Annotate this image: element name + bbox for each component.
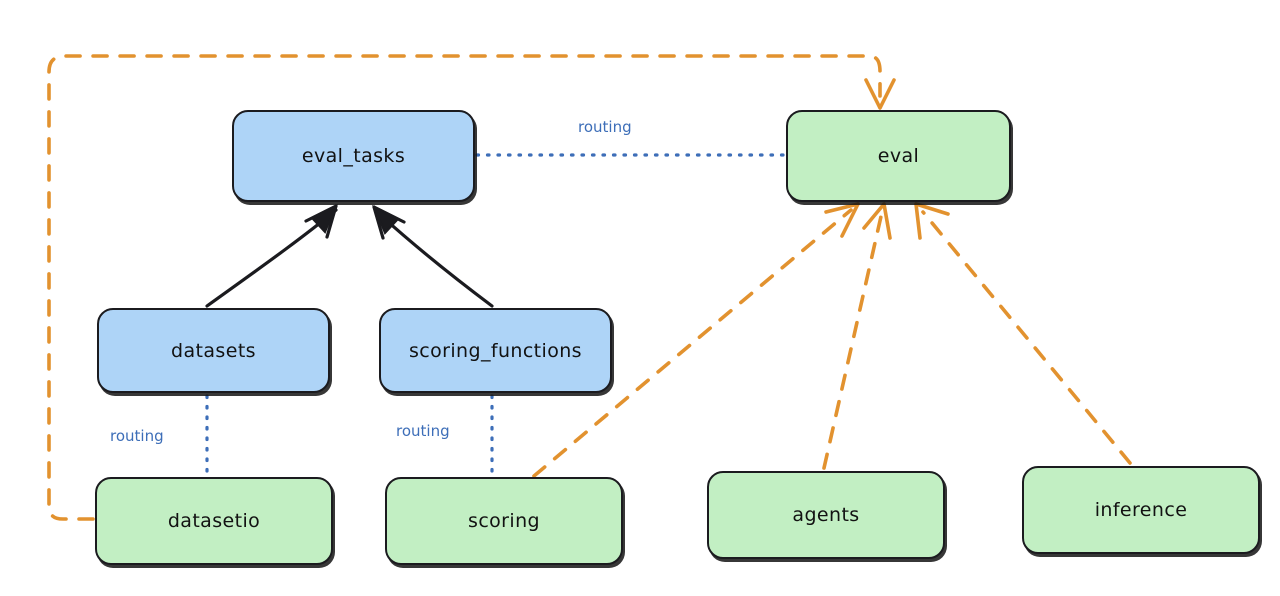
edge-label-routing-datasets-datasetio: routing <box>110 427 164 445</box>
node-datasets[interactable]: datasets <box>97 308 330 393</box>
node-scoring[interactable]: scoring <box>385 477 623 565</box>
edge-label-routing-scoring-functions-scoring: routing <box>396 422 450 440</box>
node-label: agents <box>792 504 860 526</box>
node-label: datasetio <box>167 510 261 532</box>
edge-scoring-functions-to-eval-tasks <box>372 204 494 308</box>
node-datasetio[interactable]: datasetio <box>95 477 333 565</box>
node-agents[interactable]: agents <box>707 471 945 559</box>
edge-scoring-to-eval <box>532 202 860 478</box>
edge-agents-to-eval <box>822 202 892 470</box>
node-label: inference <box>1094 499 1188 521</box>
node-eval[interactable]: eval <box>786 110 1011 202</box>
edge-datasets-to-eval-tasks <box>205 203 338 308</box>
node-inference[interactable]: inference <box>1022 466 1260 554</box>
node-label: datasets <box>171 339 256 362</box>
node-label: eval_tasks <box>301 145 406 167</box>
node-label: eval <box>877 145 920 167</box>
edge-label-routing-eval-tasks-eval: routing <box>578 118 632 136</box>
node-label: scoring <box>468 510 540 532</box>
edge-inference-to-eval <box>914 202 1132 465</box>
node-label: scoring_functions <box>409 339 582 362</box>
node-eval-tasks[interactable]: eval_tasks <box>232 110 475 202</box>
node-scoring-functions[interactable]: scoring_functions <box>379 308 612 393</box>
edge-datasetio-to-eval <box>47 54 896 521</box>
